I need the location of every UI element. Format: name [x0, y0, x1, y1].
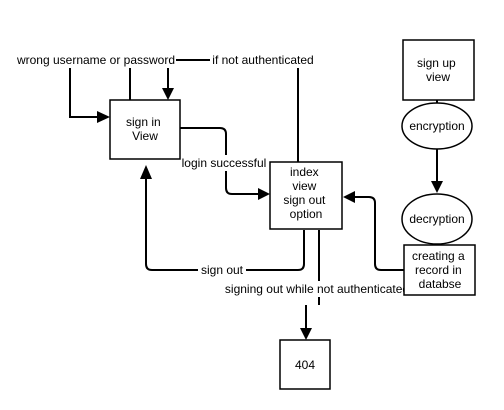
node-text-line: record in	[415, 263, 462, 277]
node-decryption-label: decryption	[409, 212, 464, 226]
node-text-line: index	[290, 165, 319, 179]
label-sign-out-unauthenticated: signing out while not authenticated	[218, 281, 416, 297]
node-text-line: sign out	[283, 193, 326, 207]
label-login-successful-text: login successful	[182, 156, 267, 170]
node-index-view: index view sign out option	[269, 161, 343, 230]
edge-encryption-to-decryption	[431, 149, 443, 193]
node-encryption: encryption	[401, 102, 473, 150]
label-login-successful: login successful	[180, 155, 268, 171]
label-not-authenticated-text: if not authenticated	[212, 53, 313, 67]
edge-record-to-index	[343, 191, 404, 271]
label-sign-out-unauthenticated-text: signing out while not authenticated	[225, 282, 409, 296]
node-text-line: view	[426, 70, 450, 84]
node-404-label: 404	[295, 358, 315, 372]
node-text-line: sign in	[126, 115, 161, 129]
node-create-record-label: creating a record in databse	[412, 249, 468, 291]
node-create-record: creating a record in databse	[403, 244, 476, 296]
node-text-line: view	[292, 179, 316, 193]
node-index-view-label: index view sign out option	[283, 165, 328, 221]
node-text-line: View	[132, 129, 158, 143]
label-wrong-credentials: wrong username or password	[16, 52, 176, 68]
label-sign-out: sign out	[198, 262, 246, 278]
node-text-line: creating a	[412, 249, 465, 263]
node-sign-up-view-label: sign up view	[417, 56, 459, 84]
node-text-line: sign up	[417, 56, 456, 70]
node-sign-up-view: sign up view	[402, 39, 475, 101]
node-text-line: databse	[419, 277, 462, 291]
node-404: 404	[279, 339, 331, 390]
node-sign-in-view-label: sign in View	[126, 115, 164, 143]
node-decryption: decryption	[401, 193, 473, 245]
label-not-authenticated: if not authenticated	[210, 52, 316, 68]
node-encryption-label: encryption	[409, 119, 464, 133]
node-text-line: option	[290, 207, 323, 221]
edge-not-authenticated	[162, 59, 299, 162]
node-sign-in-view: sign in View	[109, 99, 181, 160]
label-sign-out-text: sign out	[201, 263, 244, 277]
label-wrong-credentials-text: wrong username or password	[16, 53, 175, 67]
